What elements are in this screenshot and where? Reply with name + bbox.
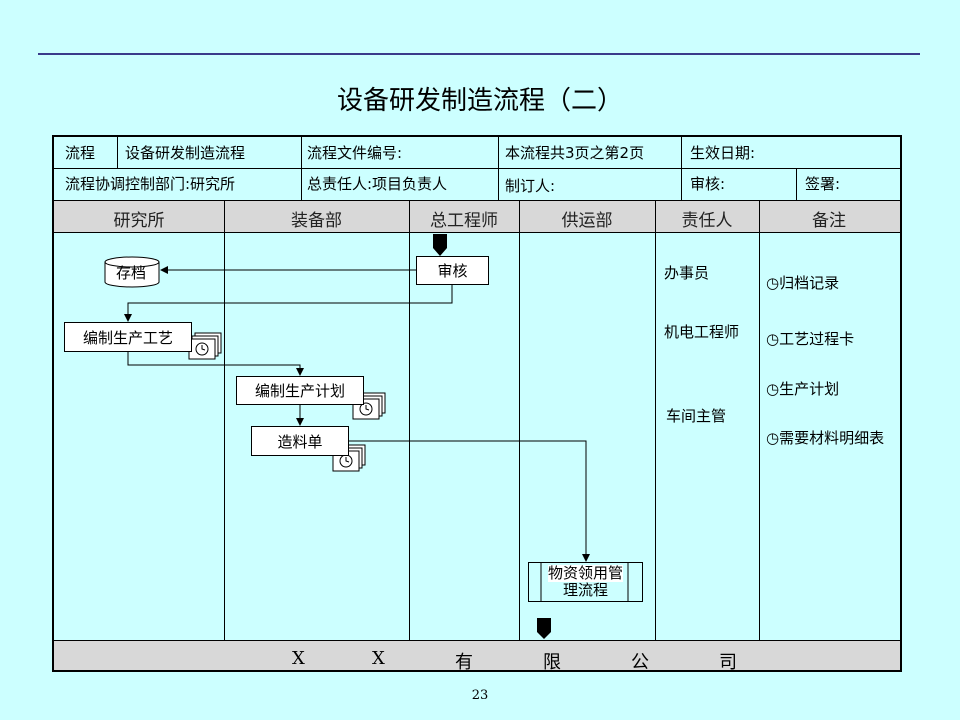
footer-company-char: 有 <box>455 652 473 673</box>
lane-divider <box>409 201 410 641</box>
remark-text: 需要材料明细表 <box>779 429 885 447</box>
page-number: 23 <box>471 688 489 703</box>
arrow-process-to-production-plan <box>127 352 304 376</box>
lane-divider <box>759 201 760 641</box>
remark-text: 生产计划 <box>779 380 840 398</box>
lane-supply-dept: 供运部 <box>561 211 613 231</box>
remark-text: 工艺过程卡 <box>779 330 855 348</box>
footer-company-char: 司 <box>719 652 737 673</box>
clock-icon: ◷ <box>766 330 780 348</box>
remark-text: 归档记录 <box>779 274 840 292</box>
header-col-divider <box>301 137 302 200</box>
header-divider <box>54 168 900 169</box>
header-owner: 总责任人:项目负责人 <box>307 175 448 193</box>
flow-start-marker <box>433 234 447 256</box>
header-effective-date: 生效日期: <box>690 144 756 162</box>
footer-company-char: 公 <box>631 652 649 673</box>
node-process-plan: 编制生产工艺 <box>64 322 192 352</box>
page-title: 设备研发制造流程（二） <box>336 86 623 116</box>
lane-divider <box>519 201 520 641</box>
footer-band <box>54 641 900 670</box>
footer-company-char: X <box>372 648 385 669</box>
remark-production-plan: ◷生产计划 <box>766 378 839 399</box>
responsible-engineer: 机电工程师 <box>664 323 740 341</box>
node-review: 审核 <box>416 256 489 285</box>
node-material-management-line2: 理流程 <box>562 581 608 599</box>
lane-chief-engineer: 总工程师 <box>430 211 498 231</box>
lane-divider <box>655 201 656 641</box>
header-flow-label: 流程 <box>65 144 96 162</box>
header-coordination-dept: 流程协调控制部门:研究所 <box>65 175 236 193</box>
arrow-review-to-process-plan <box>124 285 453 322</box>
clock-icon: ◷ <box>766 380 780 398</box>
lane-header-divider <box>54 232 900 233</box>
responsible-workshop-supervisor: 车间主管 <box>666 407 727 425</box>
remark-material-details: ◷需要材料明细表 <box>766 427 884 448</box>
lane-responsible-person: 责任人 <box>681 211 733 231</box>
header-reviewer: 审核: <box>690 175 726 193</box>
header-flow-name: 设备研发制造流程 <box>125 144 246 162</box>
footer-company-char: 限 <box>543 652 561 673</box>
node-archive: 存档 <box>116 264 147 282</box>
flow-end-marker <box>537 618 551 639</box>
lane-equipment-dept: 装备部 <box>291 211 342 231</box>
node-material-list: 造料单 <box>251 426 349 456</box>
header-col-divider <box>681 137 682 200</box>
lane-remarks: 备注 <box>812 211 846 231</box>
header-file-number: 流程文件编号: <box>307 144 403 162</box>
header-col-divider <box>117 137 118 168</box>
header-divider <box>54 200 900 201</box>
footer-divider <box>54 640 900 641</box>
remark-process-card: ◷工艺过程卡 <box>766 328 854 349</box>
node-material-management-line1: 物资领用管 <box>547 563 623 582</box>
header-page-info: 本流程共3页之第2页 <box>505 144 645 162</box>
header-col-divider <box>796 168 797 200</box>
clock-icon: ◷ <box>766 429 780 447</box>
node-material-management: 物资领用管 理流程 <box>528 562 643 602</box>
responsible-clerk: 办事员 <box>664 264 710 282</box>
header-signature: 签署: <box>805 175 841 193</box>
lane-divider <box>224 201 225 641</box>
arrow-material-list-to-management <box>349 440 590 562</box>
footer-company-char: X <box>292 648 305 669</box>
header-author: 制订人: <box>505 177 556 195</box>
document-stack-icon <box>188 332 222 360</box>
remark-archive-record: ◷归档记录 <box>766 272 839 293</box>
lane-research-institute: 研究所 <box>113 211 165 231</box>
node-production-plan: 编制生产计划 <box>236 376 364 405</box>
archive-storage-shape <box>104 256 160 288</box>
header-col-divider <box>498 137 499 200</box>
top-rule <box>38 53 920 55</box>
clock-icon: ◷ <box>766 274 780 292</box>
